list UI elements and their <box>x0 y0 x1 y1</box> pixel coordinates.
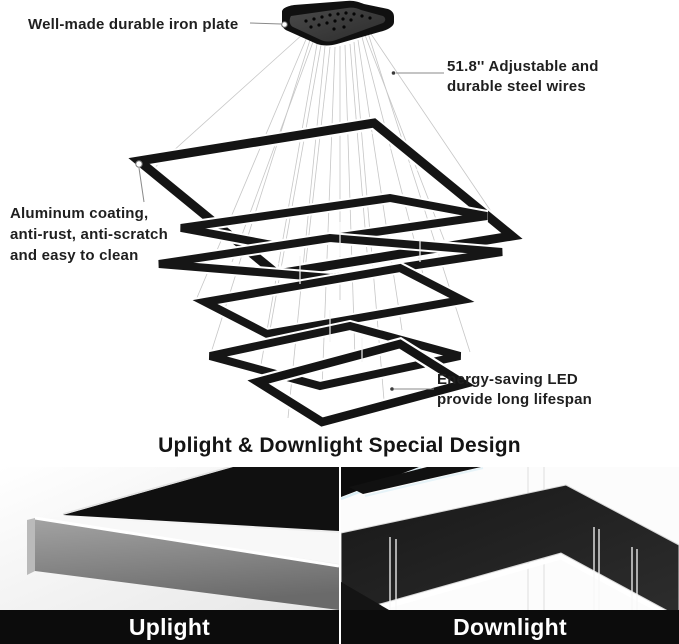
marker-led <box>390 387 394 391</box>
wire-highlights <box>389 527 638 610</box>
frame-bar-gray <box>35 518 339 610</box>
square-ring-2 <box>179 191 489 253</box>
annotation-steel-wires: 51.8'' Adjustable and durable steel wire… <box>447 57 599 97</box>
downlight-photo <box>341 467 679 610</box>
annotation-text: 51.8'' Adjustable and <box>447 58 599 75</box>
annotation-iron-plate: Well-made durable iron plate <box>28 15 238 35</box>
annotation-text: anti-rust, anti-scratch <box>10 226 168 243</box>
photo-divider <box>339 467 341 644</box>
callout-markers <box>135 21 396 391</box>
leader-aluminum <box>138 167 145 203</box>
annotation-text: provide long lifespan <box>437 391 593 408</box>
downlight-label: Downlight <box>341 610 679 644</box>
downlight-led-glow <box>363 554 664 610</box>
marker-aluminum <box>135 160 143 168</box>
uplight-label: Uplight <box>0 610 339 644</box>
ceiling-plate <box>282 0 394 46</box>
annotation-text: durable steel wires <box>447 78 586 95</box>
blurred-ring-bottom <box>341 582 389 610</box>
blurred-ring-bar <box>349 467 481 494</box>
square-ring-3 <box>158 231 503 285</box>
diffuser-strip <box>38 517 339 564</box>
uplight-led-channel <box>63 467 339 531</box>
annotation-text: and easy to clean <box>10 247 139 264</box>
annotation-text: Aluminum coating, <box>10 205 149 222</box>
frame-end-cap <box>27 518 35 575</box>
annotation-text: Energy-saving LED <box>437 371 578 388</box>
frame-corner-chevron <box>341 484 679 610</box>
frame-top-edge-highlight <box>62 467 233 515</box>
callout-leaders <box>138 22 444 390</box>
wire-anchor-dots <box>304 11 372 31</box>
square-ring-6 <box>241 336 481 430</box>
frame-bar-highlight <box>34 516 339 568</box>
section-heading: Uplight & Downlight Special Design <box>158 434 521 457</box>
uplight-photo <box>0 467 339 610</box>
marker-steel-wires <box>391 71 396 75</box>
square-rings <box>123 116 528 430</box>
annotation-aluminum-coating: Aluminum coating, anti-rust, anti-scratc… <box>10 203 168 266</box>
marker-iron-plate <box>281 21 288 28</box>
annotation-text: Well-made durable iron plate <box>28 16 239 33</box>
square-ring-4 <box>186 261 481 341</box>
front-wire-highlights <box>299 222 421 362</box>
blurred-ring-glow2 <box>364 467 484 497</box>
annotation-energy-led: Energy-saving LED provide long lifespan <box>437 370 592 410</box>
leader-iron-plate <box>249 22 282 25</box>
chandelier-illustration <box>123 0 528 430</box>
